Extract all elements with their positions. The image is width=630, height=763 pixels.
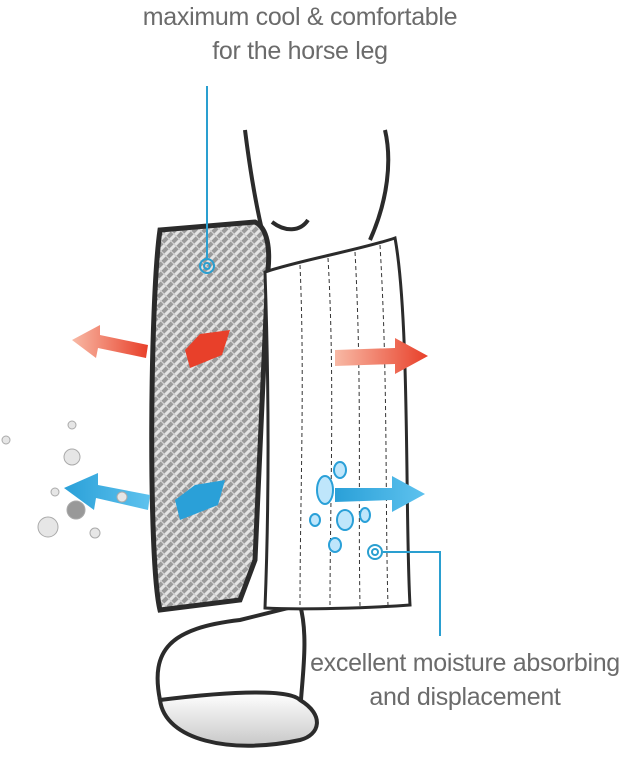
callout-cooling-line1: maximum cool & comfortable	[142, 3, 458, 31]
callout-leader-top	[199, 86, 215, 274]
mesh-outer-panel	[149, 219, 272, 613]
callout-leader-bottom	[367, 544, 441, 636]
callout-cooling-line2: for the horse leg	[212, 37, 388, 65]
cool-arrow-left-icon	[64, 473, 150, 510]
callout-cooling: maximum cool & comfortable for the horse…	[100, 0, 500, 68]
cool-block-icon	[175, 480, 225, 520]
callout-moisture-line1: excellent moisture absorbing	[310, 649, 620, 677]
bubbles-icon	[1, 420, 128, 539]
cool-arrow-right-icon	[335, 476, 425, 512]
callout-moisture-line2: and displacement	[369, 683, 561, 711]
heat-arrow-left-icon	[72, 325, 148, 358]
inner-liner-panel	[263, 236, 412, 611]
heat-arrow-right-icon	[335, 338, 428, 374]
callout-moisture: excellent moisture absorbing and displac…	[300, 646, 630, 714]
heat-block-icon	[185, 330, 230, 368]
hoof	[157, 690, 319, 748]
droplets-icon	[309, 461, 371, 553]
horse-leg-outline	[155, 129, 391, 721]
